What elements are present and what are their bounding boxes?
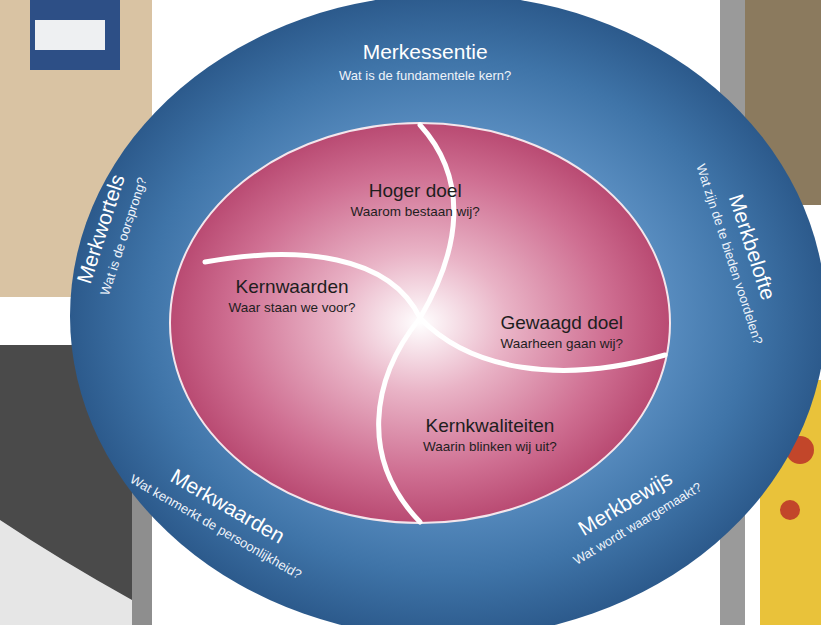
photo-fragment [0, 520, 132, 625]
ring-segment: MerkwaardenWat kenmerkt de persoonlijkhe… [126, 446, 318, 584]
segment-question: Waarom bestaan wij? [351, 203, 480, 221]
inner-disc [170, 123, 670, 523]
segment-title: Kernwaarden [229, 276, 356, 299]
segment-title: Kernkwaliteiten [423, 415, 557, 438]
ring-segment: MerkbewijsWat wordt waargemaakt? [555, 454, 705, 569]
outer-ring [70, 0, 821, 625]
ring-segment: MerkbelofteWat zijn de te bieden voordel… [691, 153, 793, 347]
swirl-petal: KernwaardenWaar staan we voor? [229, 276, 356, 316]
swirl-dividers [205, 125, 665, 522]
swirl-petal: Gewaagd doelWaarheen gaan wij? [501, 312, 624, 352]
photo-sink [35, 20, 105, 50]
swirl-petal: Hoger doelWaarom bestaan wij? [351, 180, 480, 220]
ring-segment: MerkwortelsWat is de oorsprong? [69, 166, 151, 297]
segment-title: Merkessentie [339, 39, 511, 65]
photo-tiles [30, 0, 120, 70]
segment-title: Hoger doel [351, 180, 480, 203]
swirl-petal: KernkwaliteitenWaarin blinken wij uit? [423, 415, 557, 455]
swirl-line [420, 125, 454, 318]
segment-question: Waarin blinken wij uit? [423, 438, 557, 456]
ring-segment: MerkessentieWat is de fundamentele kern? [339, 39, 511, 85]
photo-dot [780, 500, 800, 520]
segment-question: Waarheen gaan wij? [501, 335, 624, 353]
segment-question: Waar staan we voor? [229, 299, 356, 317]
segment-question: Wat is de fundamentele kern? [339, 68, 511, 85]
swirl-line [205, 255, 420, 318]
swirl-line [379, 318, 420, 522]
segment-title: Gewaagd doel [501, 312, 624, 335]
